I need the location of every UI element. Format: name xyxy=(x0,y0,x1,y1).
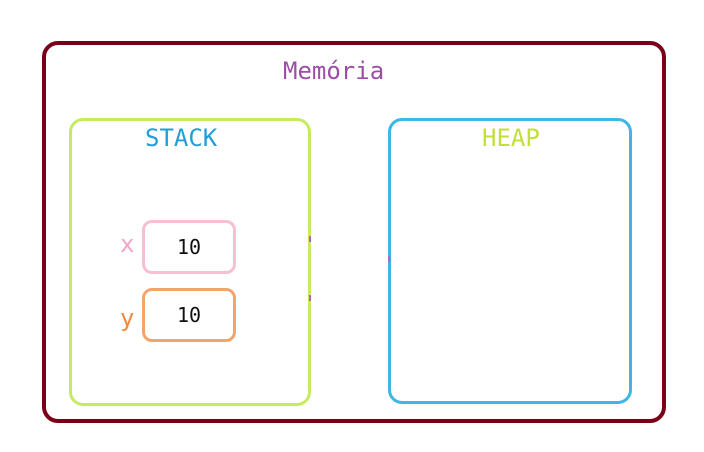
variable-y-value: 10 xyxy=(176,303,202,327)
variable-y-box: 10 xyxy=(142,288,236,342)
variable-y-label: y xyxy=(120,304,135,332)
variable-x-label: x xyxy=(120,230,135,258)
decorative-mark xyxy=(388,256,390,262)
stack-title: STACK xyxy=(145,124,218,152)
decorative-mark xyxy=(309,236,311,242)
variable-x-box: 10 xyxy=(142,220,236,274)
memory-container xyxy=(42,41,666,423)
heap-title: HEAP xyxy=(482,124,540,152)
variable-x-value: 10 xyxy=(176,235,202,259)
heap-region xyxy=(388,118,632,404)
stack-region xyxy=(69,118,311,406)
decorative-mark xyxy=(309,295,311,301)
memory-title: Memória xyxy=(283,57,385,85)
